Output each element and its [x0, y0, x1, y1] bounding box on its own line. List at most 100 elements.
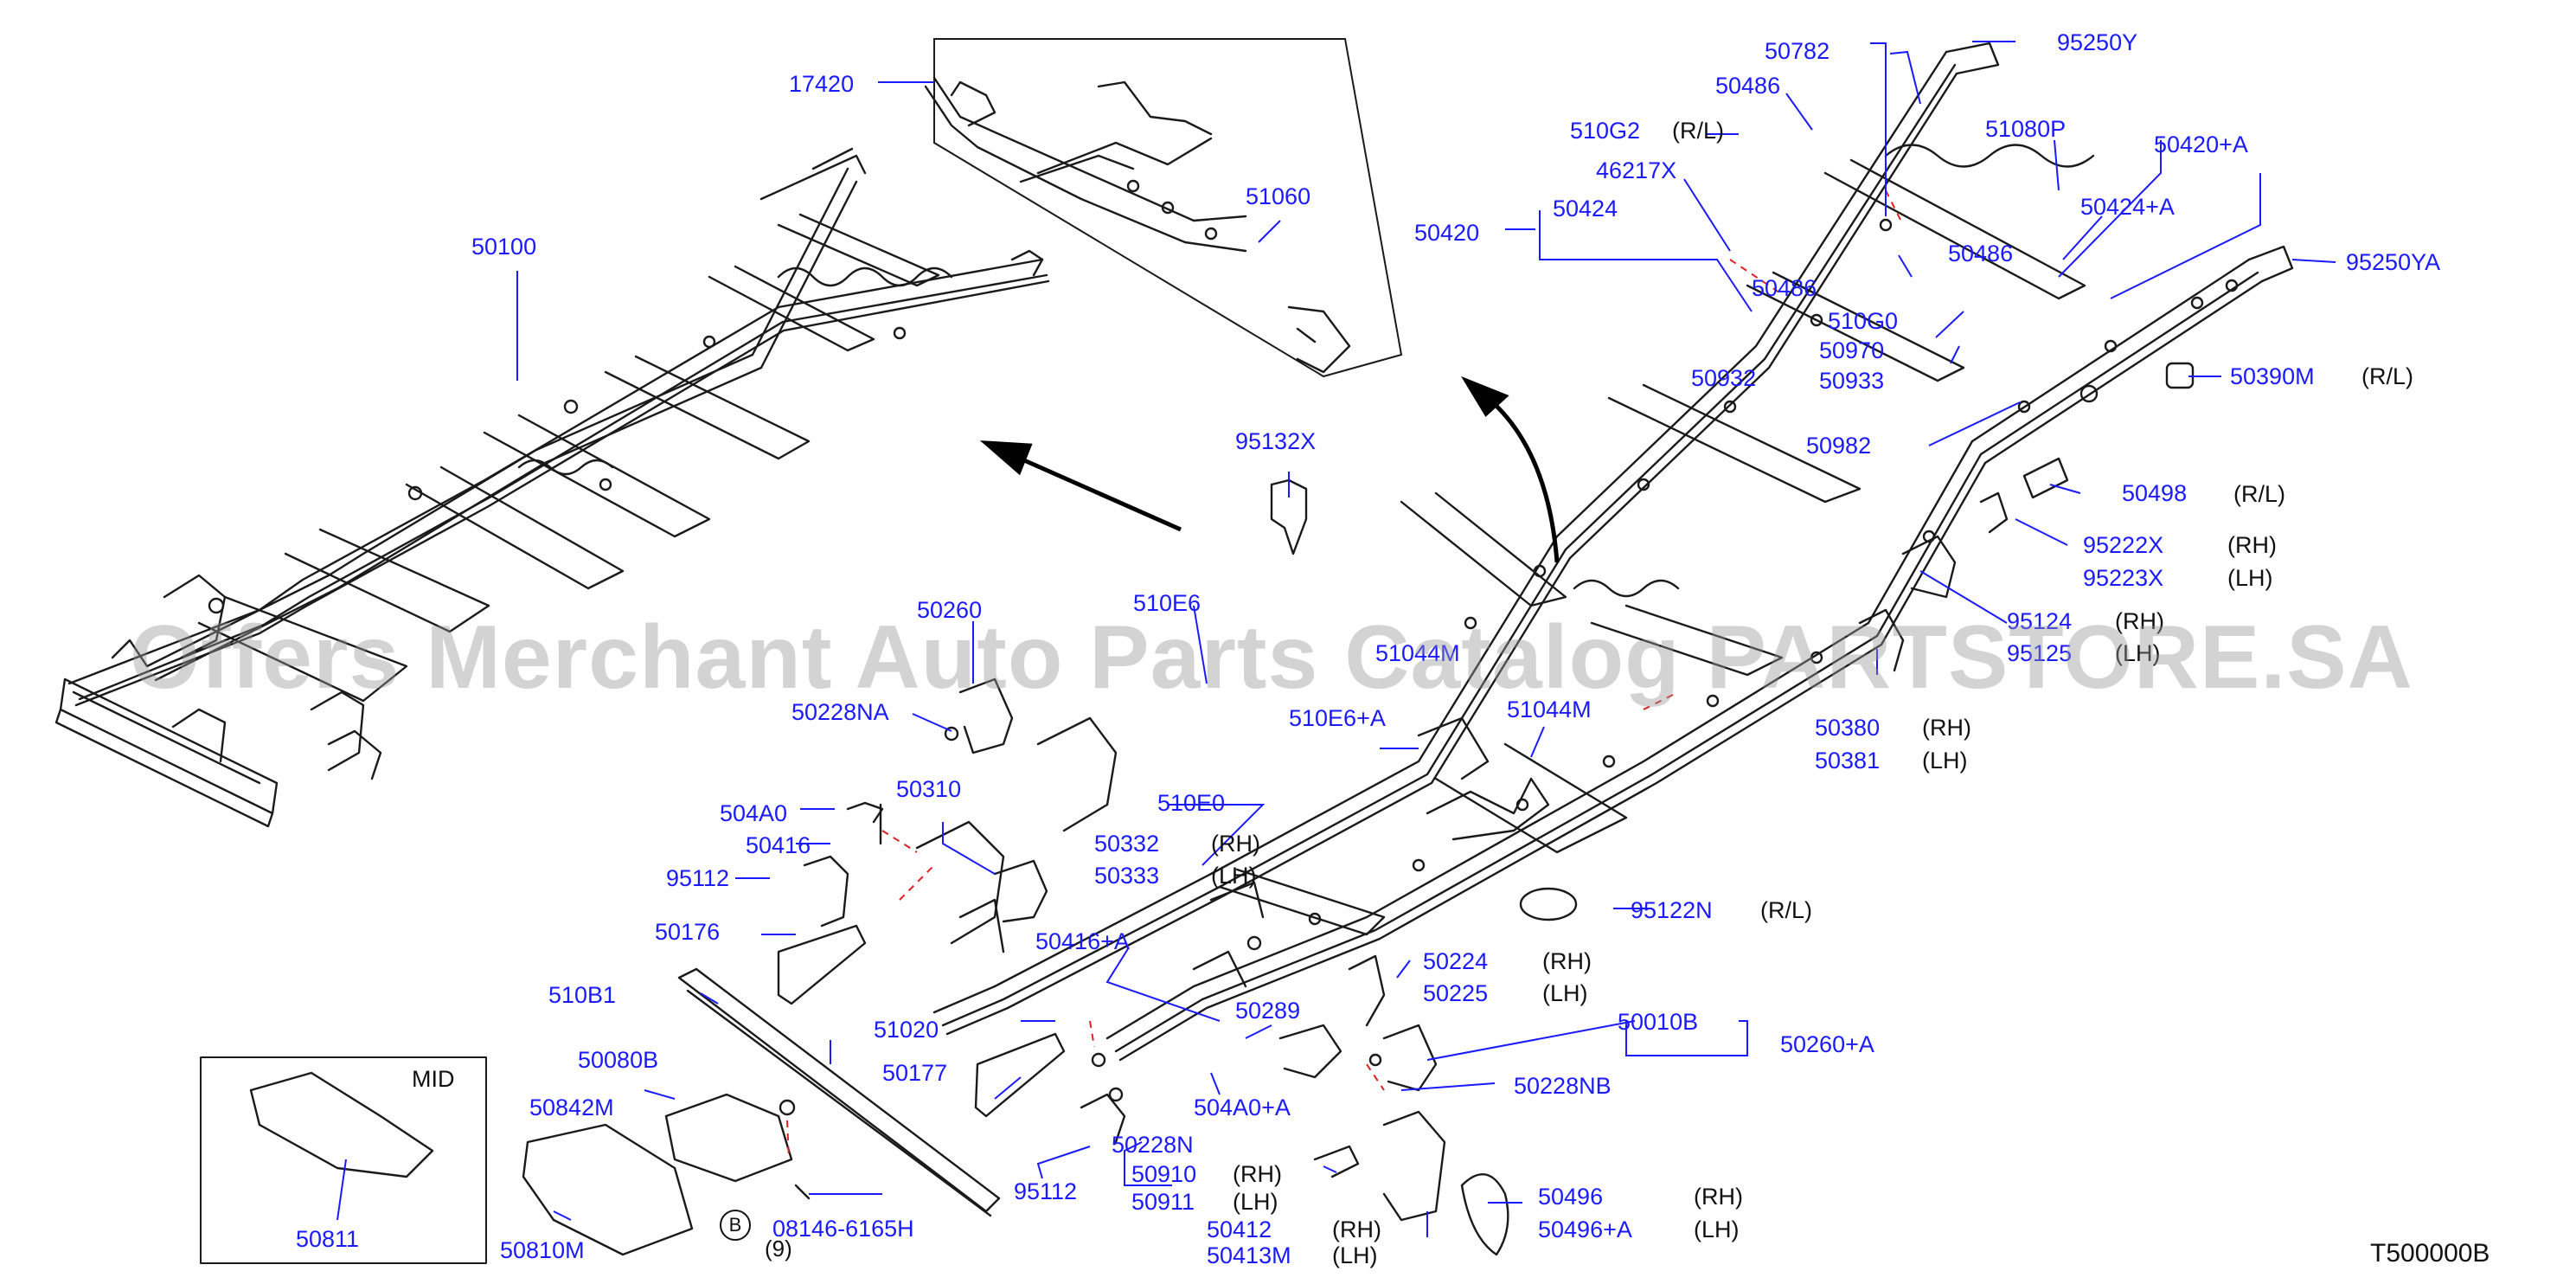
mid-inset-label: MID	[412, 1066, 455, 1092]
callout-50970: 50970	[1819, 337, 1885, 363]
diagram-code: T500000B	[2370, 1239, 2490, 1268]
hidden-lines	[786, 189, 1904, 1160]
callout-510E0: 510E0	[1157, 790, 1226, 816]
detached-parts-illustration	[249, 362, 2195, 1256]
callout-50498: 50498	[2122, 480, 2188, 506]
side-95124-rh: (RH)	[2115, 608, 2164, 634]
callout-50228N: 50228N	[1112, 1132, 1194, 1158]
callout-95124: 95124	[2007, 608, 2073, 634]
inset-51060-illustration	[924, 76, 1351, 374]
callout-50176: 50176	[655, 919, 721, 945]
side-50333-lh: (LH)	[1211, 863, 1257, 889]
callout-50420: 50420	[1414, 220, 1480, 246]
callout-510E6A: 510E6+A	[1289, 705, 1386, 731]
callout-50486-mid: 50486	[1948, 241, 2014, 266]
callout-95223X: 95223X	[2083, 565, 2164, 591]
callout-51044M: 51044M	[1507, 697, 1592, 722]
callout-95125: 95125	[2007, 640, 2073, 666]
main-frame-illustration	[915, 42, 2294, 1062]
callout-510G2: 510G2	[1570, 118, 1641, 144]
callout-50424A: 50424+A	[2080, 194, 2175, 220]
callout-50260: 50260	[917, 597, 983, 623]
side-95223X-lh: (LH)	[2227, 565, 2273, 591]
side-50412-rh: (RH)	[1332, 1217, 1381, 1242]
callout-50424: 50424	[1553, 196, 1618, 221]
bolt-quantity: (9)	[765, 1236, 792, 1262]
callout-51080P: 51080P	[1985, 116, 2067, 142]
callout-50381: 50381	[1815, 748, 1881, 774]
side-50910-rh: (RH)	[1233, 1161, 1282, 1187]
callout-50010B: 50010B	[1618, 1009, 1699, 1035]
callout-50416A: 50416+A	[1035, 928, 1130, 954]
callout-17420: 17420	[789, 71, 855, 97]
side-50496-rh: (RH)	[1694, 1184, 1743, 1210]
callout-50910: 50910	[1131, 1161, 1197, 1187]
side-95125-lh: (LH)	[2115, 640, 2161, 666]
callout-51020: 51020	[874, 1017, 939, 1043]
callout-95250YA: 95250YA	[2346, 249, 2441, 275]
callout-50080B: 50080B	[578, 1047, 659, 1073]
side-50381-lh: (LH)	[1922, 748, 1968, 774]
callout-50333: 50333	[1094, 863, 1160, 889]
callout-50782: 50782	[1765, 38, 1830, 64]
callout-50332: 50332	[1094, 831, 1160, 857]
callout-50260A: 50260+A	[1780, 1031, 1874, 1057]
callout-510B1: 510B1	[548, 982, 617, 1008]
callout-95250Y: 95250Y	[2057, 29, 2138, 55]
side-50498-rl: (R/L)	[2233, 481, 2285, 507]
inset-51060-box	[933, 38, 1403, 378]
callout-50412: 50412	[1207, 1217, 1272, 1242]
callout-50420A: 50420+A	[2154, 132, 2248, 157]
side-50911-lh: (LH)	[1233, 1189, 1278, 1215]
callout-50225: 50225	[1423, 980, 1489, 1006]
callout-50310: 50310	[896, 776, 962, 802]
side-50225-lh: (LH)	[1542, 980, 1588, 1006]
leader-lines	[336, 41, 2336, 1237]
callout-510E6: 510E6	[1133, 590, 1201, 616]
callout-50810M: 50810M	[500, 1237, 585, 1263]
callout-50177: 50177	[882, 1060, 948, 1086]
callout-50289: 50289	[1235, 998, 1301, 1024]
callout-95112-lower: 95112	[1014, 1178, 1078, 1204]
callout-50932: 50932	[1691, 365, 1757, 391]
side-50380-rh: (RH)	[1922, 715, 1971, 741]
side-50390M-rl: (R/L)	[2361, 363, 2413, 389]
callout-46217X: 46217X	[1596, 157, 1677, 183]
callout-50486-left: 50486	[1752, 275, 1817, 301]
callout-50416: 50416	[746, 832, 811, 858]
callout-95132X: 95132X	[1235, 428, 1317, 454]
callout-51044M-top: 51044M	[1375, 640, 1460, 666]
callout-50911: 50911	[1131, 1189, 1195, 1215]
callout-08146-6165H: 08146-6165H	[772, 1216, 914, 1242]
callout-50842M: 50842M	[529, 1095, 614, 1120]
callout-504A0: 504A0	[720, 800, 788, 826]
callout-50228NA: 50228NA	[791, 699, 889, 725]
side-50224-rh: (RH)	[1542, 948, 1592, 974]
callout-95112-upper: 95112	[666, 865, 730, 891]
callout-510G0: 510G0	[1828, 308, 1899, 334]
callout-50228NB: 50228NB	[1514, 1073, 1612, 1099]
callout-50496A: 50496+A	[1538, 1217, 1632, 1242]
callout-50982: 50982	[1806, 433, 1872, 459]
side-50496A-lh: (LH)	[1694, 1217, 1740, 1242]
callout-51060: 51060	[1246, 183, 1311, 209]
callout-50380: 50380	[1815, 715, 1881, 741]
callout-50390M: 50390M	[2230, 363, 2315, 389]
side-95122N-rl: (R/L)	[1760, 897, 1812, 923]
side-50332-rh: (RH)	[1211, 831, 1260, 857]
direction-arrows	[979, 376, 1560, 563]
callout-50100: 50100	[471, 234, 537, 260]
callout-50486-top: 50486	[1715, 73, 1781, 99]
callout-504A0A: 504A0+A	[1194, 1095, 1291, 1120]
mid-inset-box	[200, 1056, 487, 1264]
callout-95222X: 95222X	[2083, 532, 2164, 558]
callout-50496: 50496	[1538, 1184, 1604, 1210]
bolt-b-marker: B	[720, 1210, 751, 1241]
side-50413M-lh: (LH)	[1332, 1242, 1378, 1268]
callout-50224: 50224	[1423, 948, 1489, 974]
callout-95122N: 95122N	[1631, 897, 1713, 923]
callout-50413M: 50413M	[1207, 1242, 1291, 1268]
callout-50811: 50811	[296, 1226, 360, 1252]
side-95222X-rh: (RH)	[2227, 532, 2277, 558]
